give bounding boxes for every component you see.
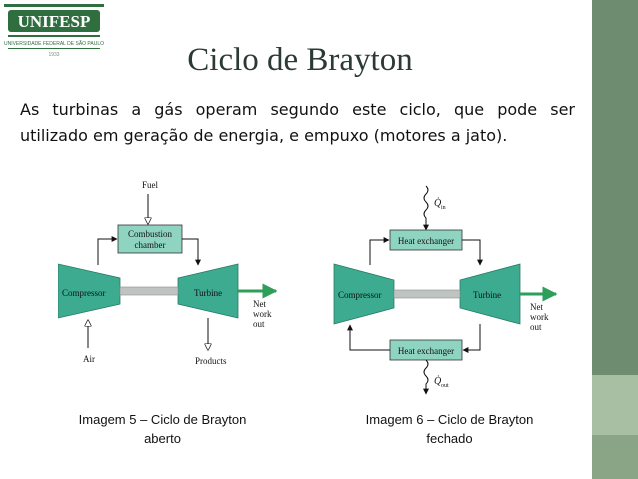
net-work-label-3: out: [253, 319, 265, 329]
q-out-arrow: [423, 359, 429, 395]
shaft: [119, 286, 179, 296]
sidebar-band-middle: [592, 375, 638, 435]
closed-compressor-shape: [333, 263, 395, 325]
caption-closed-line-1: Imagem 6 – Ciclo de Brayton: [365, 412, 534, 427]
hx-to-turbine-line: [462, 239, 483, 266]
heat-exchanger-top-label: Heat exchanger: [398, 236, 454, 246]
air-label: Air: [83, 354, 95, 364]
hx-to-compressor-line: [347, 324, 390, 351]
q-in-arrow: [423, 185, 429, 231]
q-out-label: Q̇: [434, 375, 442, 387]
caption-open-cycle: Imagem 5 – Ciclo de Brayton aberto: [55, 410, 270, 448]
logo-subtitle: UNIVERSIDADE FEDERAL DE SÃO PAULO: [4, 40, 104, 47]
turbine-to-hx-line: [462, 324, 481, 353]
logo-year: 1933: [48, 52, 59, 58]
q-out-subscript: out: [441, 383, 449, 389]
closed-compressor-label: Compressor: [338, 290, 382, 300]
fuel-label: Fuel: [142, 180, 159, 190]
sidebar-band-bottom: [592, 435, 638, 479]
caption-open-line-2: aberto: [144, 431, 181, 446]
sidebar-band-top: [592, 0, 638, 375]
net-work-label-2: work: [253, 309, 272, 319]
slide-title: Ciclo de Brayton: [187, 42, 413, 78]
closed-cycle-diagram: Q̇ in Heat exchanger Compressor Turbine …: [333, 185, 558, 395]
closed-net-work-label-3: out: [530, 322, 542, 332]
turbine-label: Turbine: [194, 288, 222, 298]
closed-net-work-label-1: Net: [530, 302, 543, 312]
net-work-label-1: Net: [253, 299, 266, 309]
caption-closed-cycle: Imagem 6 – Ciclo de Brayton fechado: [342, 410, 557, 448]
unifesp-logo: UNIFESP UNIVERSIDADE FEDERAL DE SÃO PAUL…: [2, 2, 106, 60]
compressor-shape: [58, 263, 121, 319]
caption-closed-line-2: fechado: [426, 431, 473, 446]
products-label: Products: [195, 356, 227, 366]
chamber-to-turbine-line: [182, 238, 201, 266]
open-cycle-diagram: Fuel Combustion chamber Compressor Turbi…: [58, 180, 278, 366]
combustion-label-2: chamber: [135, 240, 166, 250]
caption-open-line-1: Imagem 5 – Ciclo de Brayton: [78, 412, 247, 427]
q-in-subscript: in: [441, 205, 446, 211]
closed-turbine-label: Turbine: [473, 290, 501, 300]
compressor-label: Compressor: [62, 288, 106, 298]
q-in-label: Q̇: [434, 197, 442, 209]
closed-turbine-shape: [459, 263, 521, 325]
turbine-shape: [177, 263, 239, 319]
compressor-to-chamber-line: [97, 236, 118, 265]
paragraph-line-1: As turbinas a gás operam segundo este ci…: [20, 100, 575, 119]
closed-net-work-label-2: work: [530, 312, 549, 322]
slide-paragraph: As turbinas a gás operam segundo este ci…: [20, 97, 575, 149]
closed-shaft: [393, 289, 461, 299]
combustion-label-1: Combustion: [128, 229, 173, 239]
compressor-to-hx-line: [369, 237, 390, 265]
paragraph-line-2: utilizado em geração de energia, e empux…: [20, 126, 508, 145]
heat-exchanger-bottom-label: Heat exchanger: [398, 346, 454, 356]
slide-sidebar: [592, 0, 638, 479]
logo-text: UNIFESP: [18, 12, 91, 31]
